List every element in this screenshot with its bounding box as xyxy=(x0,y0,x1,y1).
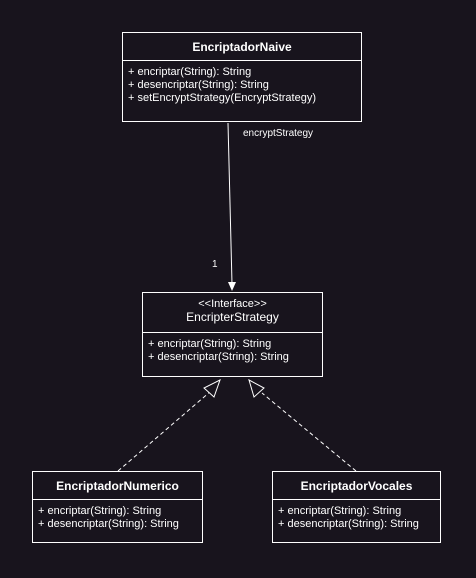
interface-encripter-strategy[interactable]: <<Interface>> EncripterStrategy + encrip… xyxy=(142,292,323,377)
class-encriptador-vocales[interactable]: EncriptadorVocales + encriptar(String): … xyxy=(272,471,441,543)
interface-header: <<Interface>> EncripterStrategy xyxy=(143,293,322,333)
realization-numerico xyxy=(117,378,221,472)
association-role-label: encryptStrategy xyxy=(243,128,314,139)
association-multiplicity-label: 1 xyxy=(212,259,218,270)
operations-compartment: + encriptar(String): String + desencript… xyxy=(143,333,322,369)
class-name: EncriptadorNaive xyxy=(192,40,292,54)
realization-arrowhead-vocales xyxy=(248,378,265,398)
class-header: EncriptadorVocales xyxy=(273,472,440,500)
operation: + desencriptar(String): String xyxy=(128,79,269,91)
operation: + encriptar(String): String xyxy=(128,66,252,78)
association-arrowhead xyxy=(228,282,236,291)
realization-vocales xyxy=(248,378,357,472)
operations-compartment: + encriptar(String): String + desencript… xyxy=(33,500,202,536)
operation: + encriptar(String): String xyxy=(278,505,402,517)
class-encriptador-numerico[interactable]: EncriptadorNumerico + encriptar(String):… xyxy=(32,471,203,543)
class-header: EncriptadorNaive xyxy=(123,33,361,61)
interface-stereotype: <<Interface>> xyxy=(198,298,267,310)
operation: + encriptar(String): String xyxy=(148,338,272,350)
operation: + setEncryptStrategy(EncryptStrategy) xyxy=(128,92,316,104)
operation: + desencriptar(String): String xyxy=(148,351,289,363)
interface-name: EncripterStrategy xyxy=(186,310,279,324)
class-name: EncriptadorNumerico xyxy=(56,479,179,493)
association-arrow xyxy=(227,122,236,291)
class-name: EncriptadorVocales xyxy=(300,479,413,493)
operations-compartment: + encriptar(String): String + desencript… xyxy=(273,500,440,536)
operations-compartment: + encriptar(String): String + desencript… xyxy=(123,61,361,110)
class-header: EncriptadorNumerico xyxy=(33,472,202,500)
realization-arrowhead-numerico xyxy=(203,378,221,398)
operation: + encriptar(String): String xyxy=(38,505,162,517)
operation: + desencriptar(String): String xyxy=(278,518,419,530)
operation: + desencriptar(String): String xyxy=(38,518,179,530)
class-encriptador-naive[interactable]: EncriptadorNaive + encriptar(String): St… xyxy=(122,32,362,122)
